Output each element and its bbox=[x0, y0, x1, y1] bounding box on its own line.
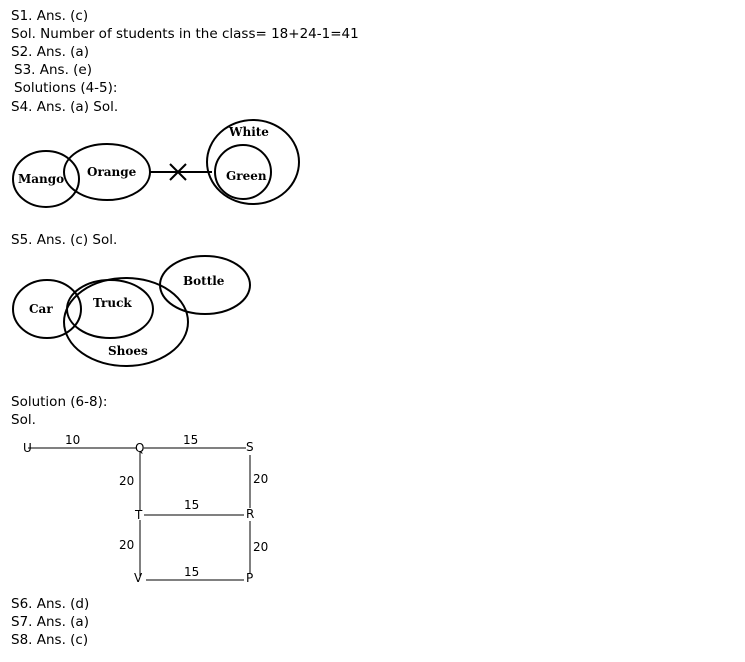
point-r: R bbox=[246, 507, 254, 521]
mango-circle bbox=[12, 150, 80, 208]
point-q: Q bbox=[135, 441, 144, 455]
answer-s4: S4. Ans. (a) Sol. bbox=[11, 99, 119, 115]
answer-s6: S6. Ans. (d) bbox=[11, 596, 90, 612]
point-v: V bbox=[134, 571, 143, 585]
truck-label: Truck bbox=[93, 296, 132, 310]
distance-tr: 15 bbox=[184, 498, 199, 512]
car-label: Car bbox=[29, 302, 53, 316]
white-circle bbox=[206, 119, 300, 205]
bottle-label: Bottle bbox=[183, 274, 225, 288]
point-s: S bbox=[246, 440, 254, 454]
distance-vp: 15 bbox=[184, 565, 199, 579]
solution-s1: Sol. Number of students in the class= 18… bbox=[11, 26, 359, 42]
answer-s7: S7. Ans. (a) bbox=[11, 614, 89, 630]
answer-s8: S8. Ans. (c) bbox=[11, 632, 89, 648]
answer-s3: S3. Ans. (e) bbox=[14, 62, 92, 78]
cross-mark-2 bbox=[169, 163, 187, 181]
sol-label: Sol. bbox=[11, 412, 36, 428]
venn-s4 bbox=[12, 119, 300, 208]
distance-tv: 20 bbox=[119, 538, 134, 552]
orange-label: Orange bbox=[87, 165, 137, 179]
bottle-circle bbox=[159, 255, 251, 315]
answer-s2: S2. Ans. (a) bbox=[11, 44, 89, 60]
white-label: White bbox=[228, 125, 269, 139]
mango-label: Mango bbox=[18, 172, 64, 186]
solutions-4-5-heading: Solutions (4-5): bbox=[14, 80, 118, 96]
distance-qs: 15 bbox=[183, 433, 198, 447]
distance-rp: 20 bbox=[253, 540, 268, 554]
shoes-label: Shoes bbox=[108, 344, 148, 358]
point-p: P bbox=[246, 571, 253, 585]
direction-map bbox=[28, 447, 251, 581]
distance-sr: 20 bbox=[253, 472, 268, 486]
green-label: Green bbox=[226, 169, 267, 183]
answer-s5: S5. Ans. (c) Sol. bbox=[11, 232, 118, 248]
solution-6-8-heading: Solution (6-8): bbox=[11, 394, 108, 410]
venn-s5 bbox=[12, 255, 251, 367]
point-t: T bbox=[134, 508, 143, 522]
distance-qt: 20 bbox=[119, 474, 134, 488]
answer-s1: S1. Ans. (c) bbox=[11, 8, 89, 24]
distance-uq: 10 bbox=[65, 433, 80, 447]
green-circle bbox=[214, 144, 272, 200]
point-u: U bbox=[23, 441, 32, 455]
car-circle bbox=[12, 279, 82, 339]
shoes-circle bbox=[63, 277, 189, 367]
